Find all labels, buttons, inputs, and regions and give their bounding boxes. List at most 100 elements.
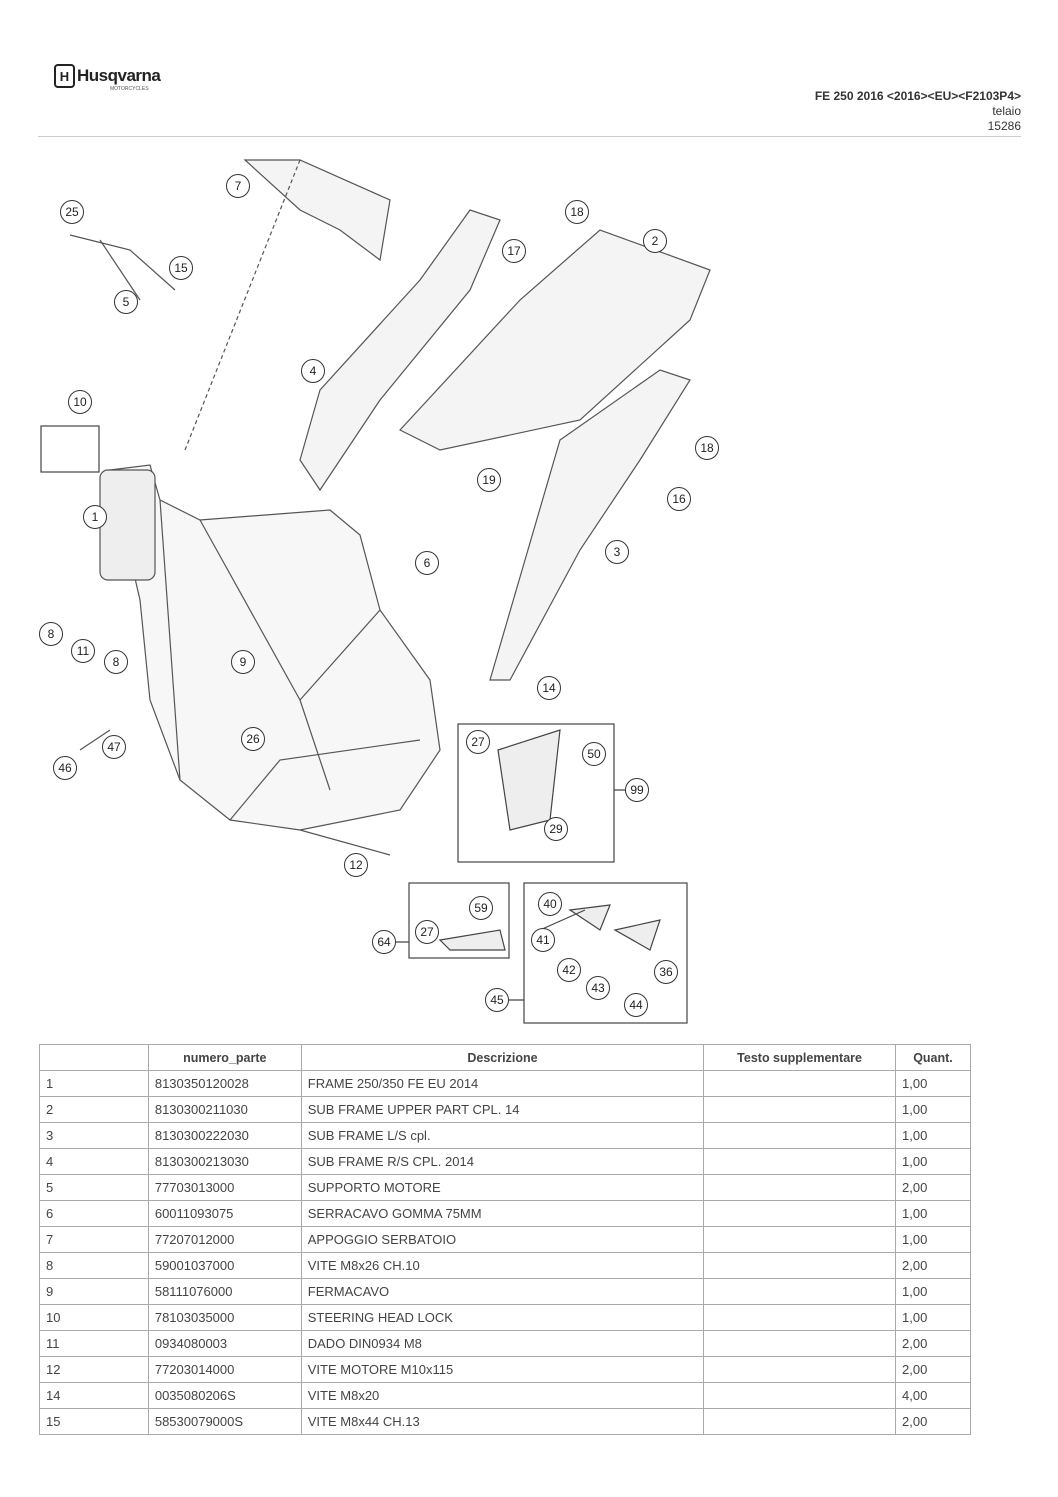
cell-quantity: 1,00: [895, 1096, 971, 1123]
cell-quantity: 1,00: [895, 1122, 971, 1149]
group-code: 15286: [987, 119, 1021, 133]
callout[interactable]: 6: [415, 551, 439, 575]
cell-quantity: 2,00: [895, 1174, 971, 1201]
group-name: telaio: [992, 104, 1021, 118]
cell-part-number: 59001037000: [147, 1252, 302, 1279]
cell-pos: 12: [39, 1356, 149, 1383]
cell-pos: 15: [39, 1408, 149, 1435]
callout[interactable]: 12: [344, 853, 368, 877]
cell-extra-text: [703, 1382, 896, 1409]
callout[interactable]: 26: [241, 727, 265, 751]
callout[interactable]: 17: [502, 239, 526, 263]
cell-description: DADO DIN0934 M8: [300, 1330, 705, 1357]
cell-extra-text: [703, 1200, 896, 1227]
cell-pos: 7: [39, 1226, 149, 1253]
callout[interactable]: 3: [605, 540, 629, 564]
callout[interactable]: 7: [226, 174, 250, 198]
callout[interactable]: 41: [531, 928, 555, 952]
callout[interactable]: 11: [71, 639, 95, 663]
callout[interactable]: 2: [643, 229, 667, 253]
callout[interactable]: 1: [83, 505, 107, 529]
brand-name: Husqvarna: [77, 66, 161, 85]
cell-description: APPOGGIO SERBATOIO: [300, 1226, 705, 1253]
callout[interactable]: 99: [625, 778, 649, 802]
cell-pos: 11: [39, 1330, 149, 1357]
callout[interactable]: 59: [469, 896, 493, 920]
cell-quantity: 4,00: [895, 1382, 971, 1409]
husqvarna-logo: H Husqvarna MOTORCYCLES: [54, 64, 161, 92]
cell-part-number: 77203014000: [147, 1356, 302, 1383]
cell-pos: 6: [39, 1200, 149, 1227]
callout[interactable]: 29: [544, 817, 568, 841]
cell-description: SUB FRAME R/S CPL. 2014: [300, 1148, 705, 1175]
cell-description: SUB FRAME L/S cpl.: [300, 1122, 705, 1149]
cell-quantity: 2,00: [895, 1252, 971, 1279]
col-header-extra-text: Testo supplementare: [703, 1044, 896, 1071]
callout[interactable]: 18: [695, 436, 719, 460]
cell-part-number: 60011093075: [147, 1200, 302, 1227]
callout[interactable]: 44: [624, 993, 648, 1017]
callout[interactable]: 5: [114, 290, 138, 314]
callout[interactable]: 15: [169, 256, 193, 280]
cell-extra-text: [703, 1408, 896, 1435]
callout[interactable]: 8: [39, 622, 63, 646]
callout[interactable]: 40: [538, 892, 562, 916]
callout[interactable]: 43: [586, 976, 610, 1000]
callout[interactable]: 27: [415, 920, 439, 944]
cell-quantity: 2,00: [895, 1330, 971, 1357]
callout[interactable]: 19: [477, 468, 501, 492]
callout[interactable]: 45: [485, 988, 509, 1012]
model-title: FE 250 2016 <2016><EU><F2103P4>: [814, 89, 1021, 103]
callout[interactable]: 50: [582, 742, 606, 766]
cell-pos: 2: [39, 1096, 149, 1123]
callout[interactable]: 18: [565, 200, 589, 224]
callout[interactable]: 4: [301, 359, 325, 383]
header-divider: [38, 136, 1021, 137]
cell-extra-text: [703, 1252, 896, 1279]
cell-description: SERRACAVO GOMMA 75MM: [300, 1200, 705, 1227]
cell-description: VITE M8x44 CH.13: [300, 1408, 705, 1435]
callout[interactable]: 47: [102, 735, 126, 759]
cell-part-number: 8130350120028: [147, 1070, 302, 1097]
callout[interactable]: 42: [557, 958, 581, 982]
cell-extra-text: [703, 1174, 896, 1201]
main-frame-drawing: [99, 464, 441, 831]
cell-part-number: 77703013000: [147, 1174, 302, 1201]
cell-quantity: 1,00: [895, 1200, 971, 1227]
callout[interactable]: 36: [654, 960, 678, 984]
callout[interactable]: 9: [231, 650, 255, 674]
brand-tagline: MOTORCYCLES: [110, 86, 149, 92]
callout[interactable]: 8: [104, 650, 128, 674]
callout[interactable]: 10: [68, 390, 92, 414]
callout[interactable]: 16: [667, 487, 691, 511]
callout[interactable]: 14: [537, 676, 561, 700]
callout[interactable]: 27: [466, 730, 490, 754]
cell-pos: 3: [39, 1122, 149, 1149]
cell-part-number: 0035080206S: [147, 1382, 302, 1409]
table-header-row: numero_parte Descrizione Testo supplemen…: [39, 1044, 971, 1071]
cell-quantity: 1,00: [895, 1070, 971, 1097]
cell-description: SUPPORTO MOTORE: [300, 1174, 705, 1201]
callout[interactable]: 64: [372, 930, 396, 954]
cell-extra-text: [703, 1330, 896, 1357]
cell-extra-text: [703, 1278, 896, 1305]
callout[interactable]: 46: [53, 756, 77, 780]
cell-extra-text: [703, 1356, 896, 1383]
cell-description: VITE MOTORE M10x115: [300, 1356, 705, 1383]
callout[interactable]: 25: [60, 200, 84, 224]
cell-description: STEERING HEAD LOCK: [300, 1304, 705, 1331]
cell-quantity: 1,00: [895, 1304, 971, 1331]
cell-pos: 10: [39, 1304, 149, 1331]
page-header: FE 250 2016 <2016><EU><F2103P4> telaio 1…: [815, 89, 1021, 134]
